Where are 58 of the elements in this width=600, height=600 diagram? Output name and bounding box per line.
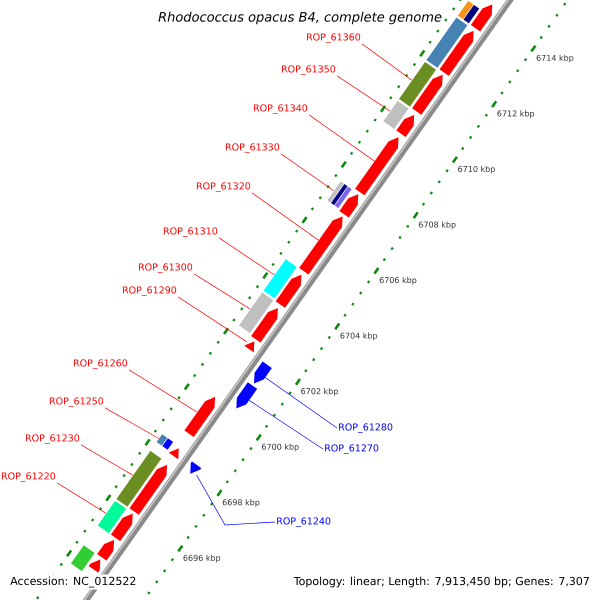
gene-label: ROP_61240 xyxy=(277,517,330,527)
gene-label: ROP_61340 xyxy=(254,104,308,114)
gene-label: ROP_61360 xyxy=(306,33,360,43)
gene-label: ROP_61320 xyxy=(196,182,250,192)
leader-line xyxy=(194,274,251,310)
gene-label: ROP_61350 xyxy=(282,65,336,75)
gene-label: ROP_61290 xyxy=(122,286,176,296)
gene-label: ROP_61270 xyxy=(325,444,378,454)
gene-label: ROP_61250 xyxy=(50,397,104,407)
tick-label: 6698 kbp xyxy=(222,499,260,507)
leader-line xyxy=(178,296,248,342)
leader-line xyxy=(104,408,160,439)
gene-feature xyxy=(128,464,168,516)
tick-label: 6712 kbp xyxy=(497,110,534,118)
tick-label: 6706 kbp xyxy=(380,276,416,285)
gene-feature xyxy=(438,30,474,77)
tick-label: 6700 kbp xyxy=(262,444,299,452)
gene-box xyxy=(326,180,353,209)
gene-feature xyxy=(354,136,400,196)
gene-feature xyxy=(253,360,273,384)
tick-label: 6704 kbp xyxy=(340,332,378,340)
footer-text: Accession: NC_012522 xyxy=(8,574,138,590)
gene-label: ROP_61220 xyxy=(2,472,56,482)
leader-line xyxy=(128,369,198,412)
gene-box xyxy=(70,544,96,572)
tick-label: 6702 kbp xyxy=(301,388,338,396)
tick-label: 6708 kbp xyxy=(418,221,456,230)
gene-box xyxy=(238,292,274,334)
leader-line xyxy=(280,154,334,192)
gene-feature xyxy=(250,307,279,344)
footer-text: Topology: linear; Length: 7,913,450 bp; Genes: 7,307 xyxy=(292,574,592,590)
leader-line xyxy=(308,114,375,162)
gene-label: ROP_61230 xyxy=(26,434,80,444)
leader-line xyxy=(362,44,412,81)
gene-label: ROP_61310 xyxy=(164,227,218,237)
gene-feature xyxy=(274,274,302,309)
leader-line xyxy=(56,482,106,514)
gene-feature xyxy=(396,114,415,138)
leader-line xyxy=(252,192,319,241)
gene-box xyxy=(262,258,298,300)
gene-label: ROP_61260 xyxy=(74,359,128,369)
gene-feature xyxy=(184,396,216,438)
leader-line xyxy=(336,76,390,112)
gene-feature xyxy=(96,539,115,562)
leader-line xyxy=(196,474,276,526)
gene-label: ROP_61330 xyxy=(226,143,280,153)
leader-line xyxy=(249,400,324,450)
leader-line xyxy=(265,377,338,428)
leader-line xyxy=(218,238,275,276)
tick-label: 6714 kbp xyxy=(536,54,574,62)
leader-line xyxy=(80,444,134,476)
gene-label: ROP_61300 xyxy=(138,263,192,273)
gene-label: ROP_61280 xyxy=(339,423,392,433)
tick-label: 6710 kbp xyxy=(458,166,495,174)
gene-feature xyxy=(338,193,359,218)
title: Rhodococcus opacus B4, complete genome xyxy=(157,10,443,26)
tick-label: 6696 kbp xyxy=(184,554,220,562)
gene-feature xyxy=(470,4,493,32)
